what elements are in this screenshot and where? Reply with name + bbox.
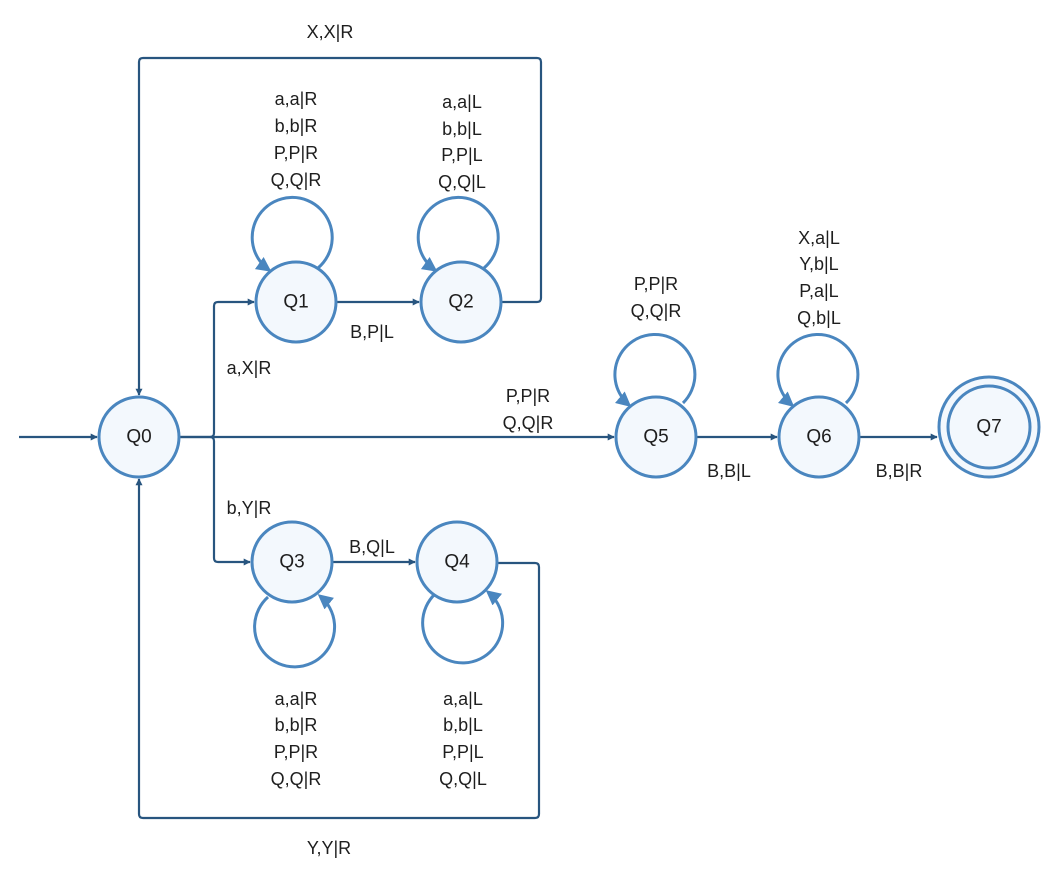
state-label: Q0	[126, 427, 151, 448]
svg-text:X,a|L: X,a|L	[798, 228, 840, 248]
svg-text:P,a|L: P,a|L	[799, 281, 838, 301]
state-q4[interactable]: Q4	[415, 520, 499, 604]
label-q4-loop: a,a|L b,b|L P,P|L Q,Q|L	[439, 689, 487, 789]
svg-text:P,P|R: P,P|R	[506, 386, 550, 406]
svg-text:a,X|R: a,X|R	[227, 358, 272, 378]
svg-text:P,P|L: P,P|L	[442, 742, 483, 762]
label-q2-q0: X,X|R	[307, 22, 354, 42]
label-q5-loop: P,P|R Q,Q|R	[631, 274, 682, 321]
label-q6-loop: X,a|L Y,b|L P,a|L Q,b|L	[797, 228, 841, 328]
svg-text:P,P|L: P,P|L	[441, 145, 482, 165]
state-label: Q4	[444, 552, 470, 573]
self-loop-q6	[776, 333, 860, 407]
svg-text:Q,Q|L: Q,Q|L	[439, 769, 487, 789]
svg-text:b,b|R: b,b|R	[275, 715, 318, 735]
label-q0-q5: P,P|R Q,Q|R	[503, 386, 554, 433]
self-loop-q5	[613, 333, 697, 407]
state-label: Q5	[643, 427, 668, 448]
svg-text:X,X|R: X,X|R	[307, 22, 354, 42]
label-q3-q4: B,Q|L	[349, 537, 395, 557]
svg-text:Q,Q|R: Q,Q|R	[503, 413, 554, 433]
svg-text:a,a|R: a,a|R	[275, 689, 318, 709]
label-q3-loop: a,a|R b,b|R P,P|R Q,Q|R	[271, 689, 322, 789]
state-label: Q6	[806, 427, 831, 448]
state-label: Q2	[448, 292, 473, 313]
svg-text:Y,Y|R: Y,Y|R	[307, 838, 351, 858]
svg-text:b,b|L: b,b|L	[443, 715, 483, 735]
svg-text:P,P|R: P,P|R	[274, 143, 318, 163]
svg-text:a,a|R: a,a|R	[275, 89, 318, 109]
svg-text:B,Q|L: B,Q|L	[349, 537, 395, 557]
label-q2-loop: a,a|L b,b|L P,P|L Q,Q|L	[438, 92, 486, 192]
svg-text:b,Y|R: b,Y|R	[227, 498, 272, 518]
label-q0-q3: b,Y|R	[227, 498, 272, 518]
svg-text:B,P|L: B,P|L	[350, 322, 394, 342]
svg-text:B,B|R: B,B|R	[876, 461, 923, 481]
state-label: Q3	[279, 552, 304, 573]
svg-text:Q,Q|R: Q,Q|R	[631, 301, 682, 321]
svg-text:P,P|R: P,P|R	[274, 742, 318, 762]
state-q6[interactable]: Q6	[777, 395, 861, 479]
label-q1-q2: B,P|L	[350, 322, 394, 342]
svg-text:B,B|L: B,B|L	[707, 461, 751, 481]
svg-text:a,a|L: a,a|L	[442, 92, 482, 112]
svg-text:b,b|R: b,b|R	[275, 116, 318, 136]
edge-q2-q0	[135, 56, 543, 396]
self-loop-q1	[250, 195, 334, 272]
svg-text:a,a|L: a,a|L	[443, 689, 483, 709]
state-q5[interactable]: Q5	[614, 395, 698, 479]
svg-text:P,P|R: P,P|R	[634, 274, 678, 294]
svg-text:Q,Q|L: Q,Q|L	[438, 172, 486, 192]
state-q3[interactable]: Q3	[250, 520, 334, 604]
state-q1[interactable]: Q1	[254, 260, 338, 344]
self-loop-q4	[421, 590, 505, 665]
svg-text:Q,Q|R: Q,Q|R	[271, 170, 322, 190]
state-q0[interactable]: Q0	[97, 395, 181, 479]
label-q0-q1: a,X|R	[227, 358, 272, 378]
svg-text:Q,Q|R: Q,Q|R	[271, 769, 322, 789]
label-q5-q6: B,B|L	[707, 461, 751, 481]
label-q6-q7: B,B|R	[876, 461, 923, 481]
state-q7-accept[interactable]: Q7	[937, 375, 1041, 479]
svg-text:Y,b|L: Y,b|L	[799, 254, 838, 274]
edge-q4-q0	[135, 478, 541, 820]
label-q1-loop: a,a|R b,b|R P,P|R Q,Q|R	[271, 89, 322, 190]
state-q2[interactable]: Q2	[419, 260, 503, 344]
state-label: Q7	[976, 417, 1001, 438]
self-loop-q2	[416, 195, 500, 272]
state-label: Q1	[283, 292, 308, 313]
svg-text:b,b|L: b,b|L	[442, 119, 482, 139]
svg-text:Q,b|L: Q,b|L	[797, 308, 841, 328]
self-loop-q3	[253, 594, 337, 669]
label-q4-q0: Y,Y|R	[307, 838, 351, 858]
